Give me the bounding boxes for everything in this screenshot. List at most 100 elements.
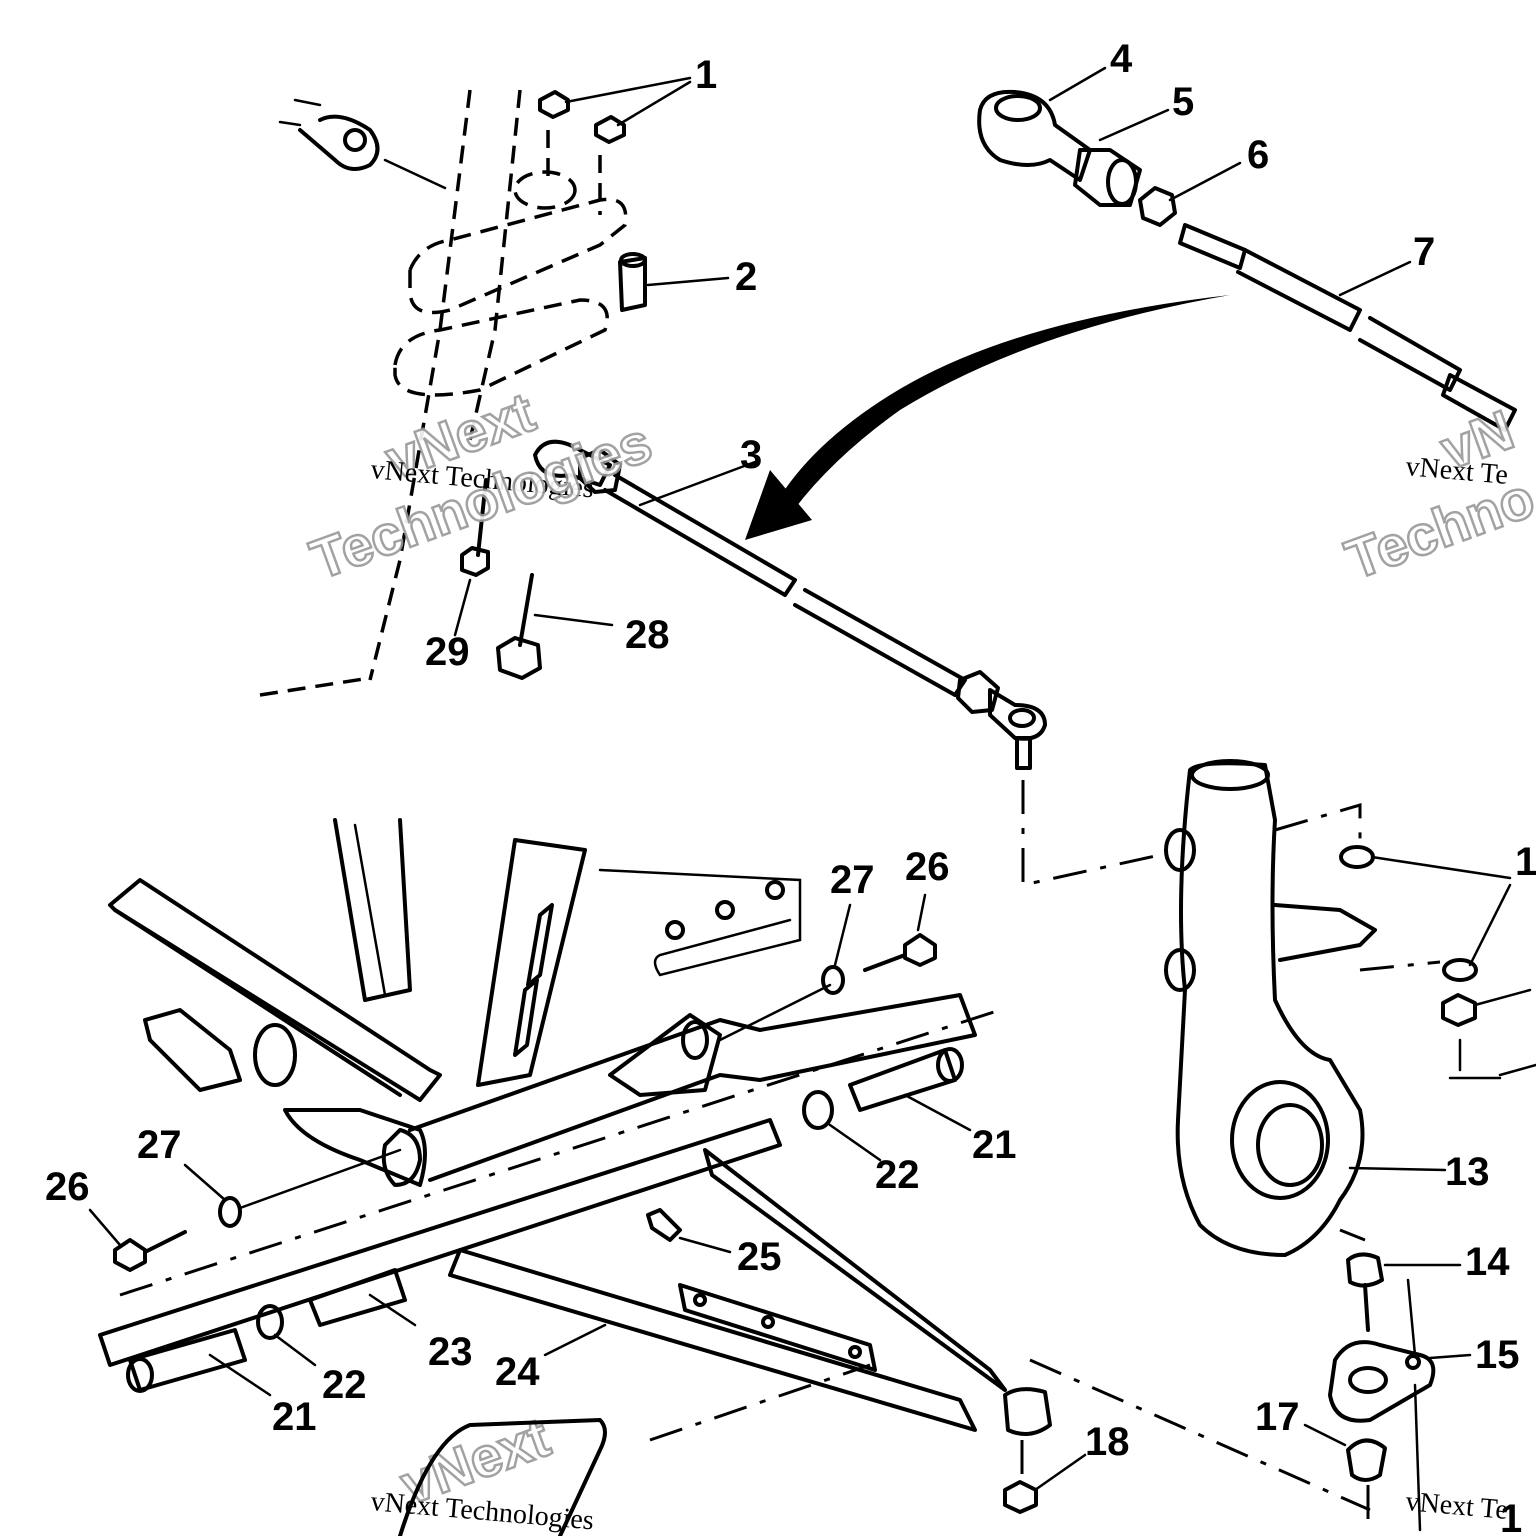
washer-27-lower [218,1196,242,1228]
leader-13 [1348,1166,1447,1172]
callout-23: 23 [428,1330,473,1374]
frame-slot-2 [513,978,539,1057]
rod-end-4 [977,89,1092,182]
frame-crossmember-lower [113,908,402,1097]
gusset-hole-1 [693,1293,707,1307]
callout-6: 6 [1247,133,1269,177]
tie-rod-3-body2 [793,588,967,697]
callout-5: 5 [1172,80,1194,124]
leader-27-lower [183,1163,227,1202]
ball-joint-17 [1346,1438,1387,1482]
callout-17: 17 [1255,1395,1300,1439]
leader-6 [1168,161,1242,202]
leader-22-lower [273,1333,317,1367]
leader-1-knuckle-b [1468,883,1512,967]
knuckle-13-top-bore [1190,759,1270,791]
ball-joint-18-housing [1003,1387,1052,1436]
leader-3 [638,460,757,507]
leader-1-b [616,80,692,127]
rod-end-3-left-nut [578,448,622,494]
a-arm-24-front [448,1248,977,1432]
bolt-26-lower [113,1238,147,1272]
callout-27-lower: 27 [137,1123,182,1167]
ball-joint-left [298,114,380,171]
knuckle-13-steering-eye [1164,828,1196,872]
callout-3: 3 [740,433,762,477]
callout-13: 13 [1445,1150,1490,1194]
callout-25: 25 [737,1235,782,1279]
a-arm-bottom-dash [649,1363,871,1442]
leader-1-knuckle-a [1370,855,1512,880]
bolt-26-upper [903,933,937,967]
leader-23 [368,1293,417,1327]
leader-21-upper [903,1093,972,1132]
callout-26-upper: 26 [905,845,950,889]
vehicle-frame [108,818,977,1187]
bolt-14-dash [1339,1228,1366,1242]
leader-24 [543,1323,607,1357]
knuckle-13-hub-inner [1256,1103,1324,1187]
callout-4: 4 [1110,37,1133,81]
bolts-28-29 [453,478,614,680]
rod-end-3-left [533,439,612,487]
callout-29: 29 [425,630,470,674]
leader-27a [718,983,832,1042]
pivot-tube-upper [98,1118,782,1367]
leader-7 [1338,260,1412,297]
tie-rod-7-body [1236,248,1362,332]
leader-26-upper [916,893,927,932]
column-base-dashed [259,676,371,697]
plate-leader-14 [1406,1278,1417,1357]
pivot-axis-dash [119,1008,1001,1297]
ball-joint-left-leader [383,158,447,190]
rod-end-3-right-hole [1008,708,1036,728]
rod-end-3-right [988,688,1047,741]
leader-15 [1428,1353,1472,1360]
callout-24: 24 [495,1350,540,1394]
spacer-2-top [619,252,647,268]
plate-15-bolt-hole [1405,1354,1421,1370]
frame-bracket-left [143,1008,242,1092]
knuckle-lower-dash [1359,960,1441,972]
bolts-26-27 [88,893,937,1272]
bolt-14-head [1346,1252,1384,1288]
bushing-21-lower [128,1328,247,1392]
a-arm-gusset [678,1283,877,1372]
gusset-hole-2 [761,1315,775,1329]
jam-nut-6 [1138,186,1177,227]
tie-rod-end-assembly [977,66,1517,432]
bolt-29-head [460,546,490,577]
washer-22-upper [802,1090,834,1130]
bolt-28-nut [496,636,542,680]
frame-hole-a [665,920,685,940]
frame-upright-left-inner [353,823,387,997]
leader-5 [1098,108,1170,142]
frame-tube-hole [253,1023,297,1087]
leader-1-a [564,76,692,104]
tie-rod-7-thread2 [1441,373,1517,432]
bushing-21-lower-end [126,1357,154,1393]
callout-labels: 1 2 3 4 5 6 7 1 13 14 15 1 17 18 21 21 2… [45,37,1536,1536]
a-arm-link-dash [1029,1358,1371,1512]
leader-27-upper [833,903,852,967]
callout-14: 14 [1465,1240,1510,1284]
a-arm-24-rear [703,1148,1007,1392]
bolt-26-upper-shaft [863,953,907,972]
callout-22-upper: 22 [875,1153,920,1197]
spacer-2 [618,256,647,312]
bolt-28-shaft [518,573,534,647]
leader-28 [533,613,614,627]
callout-2: 2 [735,255,757,299]
rod-end-3-stud [1015,736,1032,770]
leader-25 [678,1236,732,1254]
ball-joint-left-rod [278,98,322,127]
bushing-21-upper-end [936,1047,964,1083]
leader-17 [1303,1423,1347,1447]
pivot-shaft-23 [308,1268,407,1327]
callout-1-bottom: 1 [1500,1497,1522,1536]
gusset-hole-3 [848,1345,862,1359]
knuckle-tie-dash [1274,802,1362,850]
assembly-direction-arrow [745,295,1230,540]
nut-1b [594,115,626,144]
